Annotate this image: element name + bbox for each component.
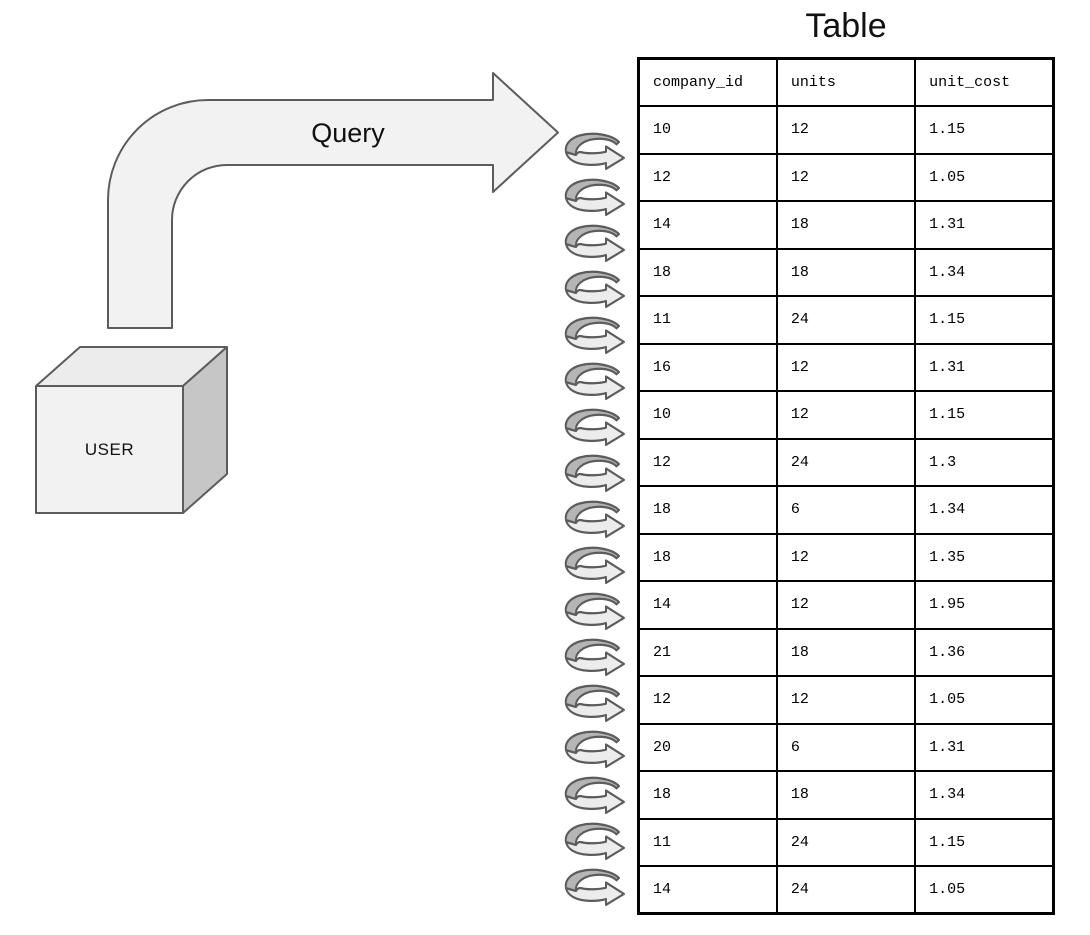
cell: 14 bbox=[637, 200, 778, 250]
query-arrow-label: Query bbox=[311, 118, 385, 148]
cell: 12 bbox=[775, 675, 917, 725]
cell: 1.34 bbox=[914, 770, 1055, 820]
cell: 1.34 bbox=[914, 247, 1055, 297]
cell: 1.05 bbox=[914, 675, 1055, 725]
user-cube bbox=[35, 346, 228, 514]
column-header: unit_cost bbox=[914, 57, 1055, 107]
cell: 12 bbox=[637, 152, 778, 202]
cell: 1.15 bbox=[914, 295, 1055, 345]
cell: 20 bbox=[637, 722, 778, 772]
scan-loop-icon bbox=[564, 592, 626, 630]
cell: 18 bbox=[637, 485, 778, 535]
cell: 11 bbox=[637, 295, 778, 345]
scan-loop-icon bbox=[564, 408, 626, 446]
cell: 1.31 bbox=[914, 342, 1055, 392]
table-title: Table bbox=[805, 7, 887, 45]
scan-loop-icon bbox=[564, 546, 626, 584]
scan-loop-icon bbox=[564, 776, 626, 814]
cell: 24 bbox=[775, 817, 917, 867]
query-arrow bbox=[107, 72, 559, 329]
scan-loop-icon bbox=[564, 500, 626, 538]
cell: 14 bbox=[637, 865, 778, 915]
cell: 12 bbox=[637, 675, 778, 725]
user-cube-label: USER bbox=[84, 440, 135, 459]
column-header: units bbox=[775, 57, 917, 107]
cell: 1.31 bbox=[914, 200, 1055, 250]
cell: 1.31 bbox=[914, 722, 1055, 772]
cell: 18 bbox=[775, 247, 917, 297]
cell: 1.15 bbox=[914, 390, 1055, 440]
scan-loop-icon bbox=[564, 316, 626, 354]
cell: 16 bbox=[637, 342, 778, 392]
cell: 24 bbox=[775, 437, 917, 487]
cell: 1.35 bbox=[914, 532, 1055, 582]
cell: 24 bbox=[775, 865, 917, 915]
cell: 14 bbox=[637, 580, 778, 630]
cell: 24 bbox=[775, 295, 917, 345]
cell: 18 bbox=[775, 200, 917, 250]
cell: 1.34 bbox=[914, 485, 1055, 535]
cell: 1.3 bbox=[914, 437, 1055, 487]
scan-icon-column bbox=[564, 132, 626, 906]
cell: 12 bbox=[775, 580, 917, 630]
cell: 18 bbox=[637, 770, 778, 820]
cell: 10 bbox=[637, 105, 778, 155]
scan-loop-icon bbox=[564, 270, 626, 308]
cell: 1.36 bbox=[914, 627, 1055, 677]
cell: 12 bbox=[775, 152, 917, 202]
cell: 12 bbox=[775, 105, 917, 155]
cell: 12 bbox=[775, 390, 917, 440]
cell: 12 bbox=[637, 437, 778, 487]
scan-loop-icon bbox=[564, 132, 626, 170]
cube-front-face bbox=[35, 385, 184, 514]
scan-loop-icon bbox=[564, 178, 626, 216]
cell: 1.95 bbox=[914, 580, 1055, 630]
scan-loop-icon bbox=[564, 224, 626, 262]
cell: 11 bbox=[637, 817, 778, 867]
scan-loop-icon bbox=[564, 822, 626, 860]
scan-loop-icon bbox=[564, 868, 626, 906]
cell: 1.05 bbox=[914, 152, 1055, 202]
column-header: company_id bbox=[637, 57, 778, 107]
cell: 10 bbox=[637, 390, 778, 440]
cell: 18 bbox=[637, 247, 778, 297]
cell: 6 bbox=[775, 485, 917, 535]
scan-loop-icon bbox=[564, 730, 626, 768]
cell: 18 bbox=[637, 532, 778, 582]
cell: 18 bbox=[775, 770, 917, 820]
cell: 18 bbox=[775, 627, 917, 677]
scan-loop-icon bbox=[564, 638, 626, 676]
cell: 12 bbox=[775, 342, 917, 392]
scan-loop-icon bbox=[564, 684, 626, 722]
cell: 6 bbox=[775, 722, 917, 772]
cell: 12 bbox=[775, 532, 917, 582]
cell: 1.05 bbox=[914, 865, 1055, 915]
cell: 1.15 bbox=[914, 105, 1055, 155]
cell: 21 bbox=[637, 627, 778, 677]
scan-loop-icon bbox=[564, 362, 626, 400]
scan-loop-icon bbox=[564, 454, 626, 492]
cell: 1.15 bbox=[914, 817, 1055, 867]
